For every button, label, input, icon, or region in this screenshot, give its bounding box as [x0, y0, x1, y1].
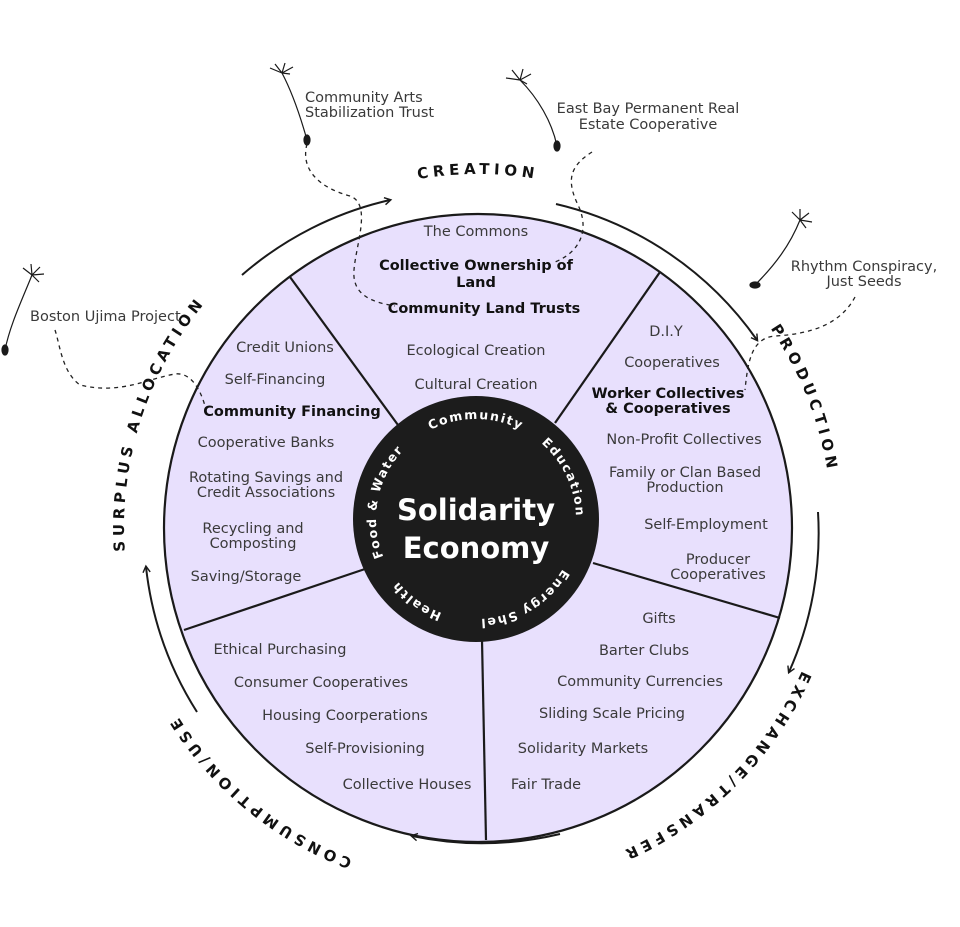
dandelion-seed-icon: [1, 263, 45, 356]
exchange-item: Gifts: [642, 611, 675, 627]
connector-east-bay: [554, 151, 593, 263]
divider-consumption-surplus: [183, 567, 366, 632]
connector-arts-trust: [305, 143, 396, 307]
production-item: D.I.Y: [649, 324, 683, 340]
segment-creation: The Commons Collective Ownership of Land…: [379, 224, 580, 393]
arrow-production-to-exchange: [787, 511, 820, 675]
consumption-item: Housing Coorperations: [262, 708, 428, 724]
segment-consumption: Ethical Purchasing Consumer Cooperatives…: [214, 642, 472, 793]
surplus-item: Self-Financing: [225, 372, 326, 388]
divider-production-exchange: [592, 561, 781, 620]
stage-label-creation: CREATION: [416, 160, 540, 183]
production-item: Non-Profit Collectives: [606, 432, 761, 448]
surplus-item: Recycling and: [202, 521, 303, 537]
segment-exchange: Gifts Barter Clubs Community Currencies …: [511, 611, 723, 793]
consumption-item: Ethical Purchasing: [214, 642, 347, 658]
surplus-item: Cooperative Banks: [198, 435, 335, 451]
surplus-item: Credit Associations: [197, 485, 335, 501]
segment-production: D.I.Y Cooperatives Worker Collectives & …: [592, 324, 768, 583]
creation-item: Ecological Creation: [407, 343, 546, 359]
core-title-line2: Economy: [403, 531, 550, 565]
creation-item-bold: Collective Ownership of: [379, 258, 574, 274]
consumption-item: Self-Provisioning: [305, 741, 424, 757]
surplus-item: Saving/Storage: [191, 569, 302, 585]
exchange-item: Barter Clubs: [599, 643, 689, 659]
creation-item: The Commons: [423, 224, 528, 240]
example-label-arts-trust: Community Arts Stabilization Trust: [305, 90, 434, 121]
svg-text:Estate Cooperative: Estate Cooperative: [579, 117, 718, 133]
connector-rhythm: [744, 296, 856, 391]
divider-exchange-consumption: [480, 639, 488, 841]
segment-dividers: [183, 271, 781, 841]
svg-text:Just Seeds: Just Seeds: [825, 274, 901, 290]
creation-item: Cultural Creation: [414, 377, 537, 393]
segment-surplus: Credit Unions Self-Financing Community F…: [189, 340, 381, 585]
consumption-item: Collective Houses: [343, 777, 472, 793]
dandelion-seed-icon: [749, 209, 813, 289]
core-title-line1: Solidarity: [397, 493, 555, 527]
exchange-item: Community Currencies: [557, 674, 723, 690]
creation-item-bold: Land: [456, 275, 496, 291]
production-item: Family or Clan Based: [609, 465, 761, 481]
example-label-ujima: Boston Ujima Project: [30, 309, 181, 325]
cycle-arrows: [142, 196, 820, 845]
connector-ujima: [54, 329, 206, 407]
arrow-surplus-to-creation: [241, 196, 393, 276]
example-label-east-bay: East Bay Permanent Real Estate Cooperati…: [557, 101, 740, 133]
production-item-bold: & Cooperatives: [605, 401, 730, 417]
svg-text:East Bay Permanent Real: East Bay Permanent Real: [557, 101, 740, 117]
example-label-rhythm: Rhythm Conspiracy, Just Seeds: [791, 259, 937, 290]
exchange-item: Solidarity Markets: [518, 741, 649, 757]
divider-surplus-creation: [289, 276, 399, 426]
svg-text:Community Arts: Community Arts: [305, 90, 423, 106]
production-item: Producer: [686, 552, 750, 568]
arrow-exchange-to-consumption: [409, 832, 561, 845]
exchange-item: Sliding Scale Pricing: [539, 706, 685, 722]
surplus-item: Composting: [210, 536, 297, 552]
production-item: Production: [646, 480, 723, 496]
arrow-consumption-to-surplus: [142, 564, 198, 713]
arrow-creation-to-production: [555, 203, 759, 342]
production-item-bold: Worker Collectives: [592, 386, 745, 402]
dandelion-seed-icon: [505, 68, 561, 152]
production-item: Cooperatives: [670, 567, 766, 583]
surplus-item: Rotating Savings and: [189, 470, 343, 486]
dandelion-seed-icon: [269, 62, 311, 146]
consumption-item: Consumer Cooperatives: [234, 675, 408, 691]
creation-item-bold: Community Land Trusts: [388, 301, 581, 317]
divider-creation-production: [554, 271, 661, 424]
production-item: Self-Employment: [644, 517, 768, 533]
example-connectors: [54, 143, 856, 407]
production-item: Cooperatives: [624, 355, 720, 371]
svg-text:Stabilization Trust: Stabilization Trust: [305, 105, 434, 121]
surplus-item-bold: Community Financing: [203, 404, 380, 420]
surplus-item: Credit Unions: [236, 340, 334, 356]
svg-text:Boston Ujima Project: Boston Ujima Project: [30, 309, 181, 325]
svg-text:Rhythm Conspiracy,: Rhythm Conspiracy,: [791, 259, 937, 275]
core-circle: [353, 396, 599, 642]
exchange-item: Fair Trade: [511, 777, 581, 793]
